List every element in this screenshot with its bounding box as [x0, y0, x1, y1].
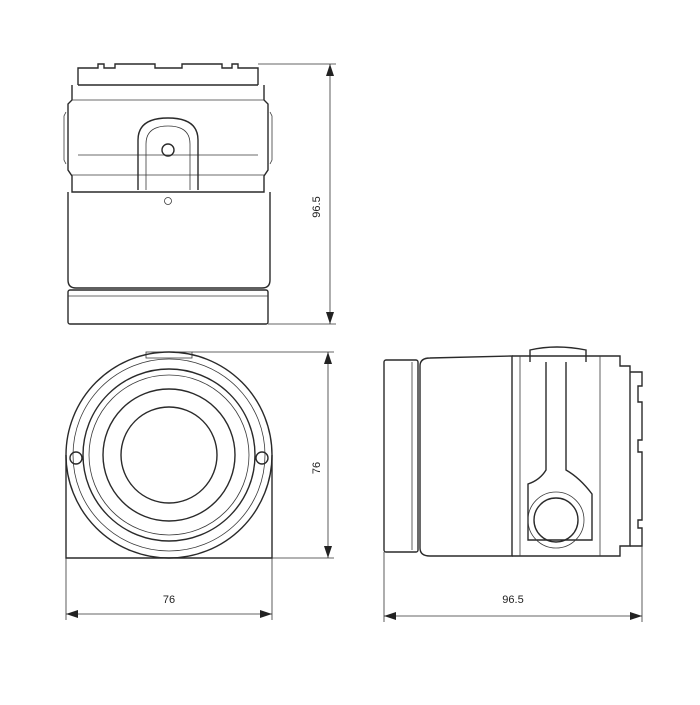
top-view: 96.5	[63, 63, 336, 325]
dim-front-view-width: 76	[163, 594, 175, 606]
dim-front-view-height: 76	[311, 462, 323, 474]
side-view: 96.5	[383, 346, 643, 622]
front-view: 76 76	[65, 351, 334, 620]
dim-side-view-width: 96.5	[502, 594, 523, 606]
dim-top-view-height: 96.5	[311, 196, 323, 217]
